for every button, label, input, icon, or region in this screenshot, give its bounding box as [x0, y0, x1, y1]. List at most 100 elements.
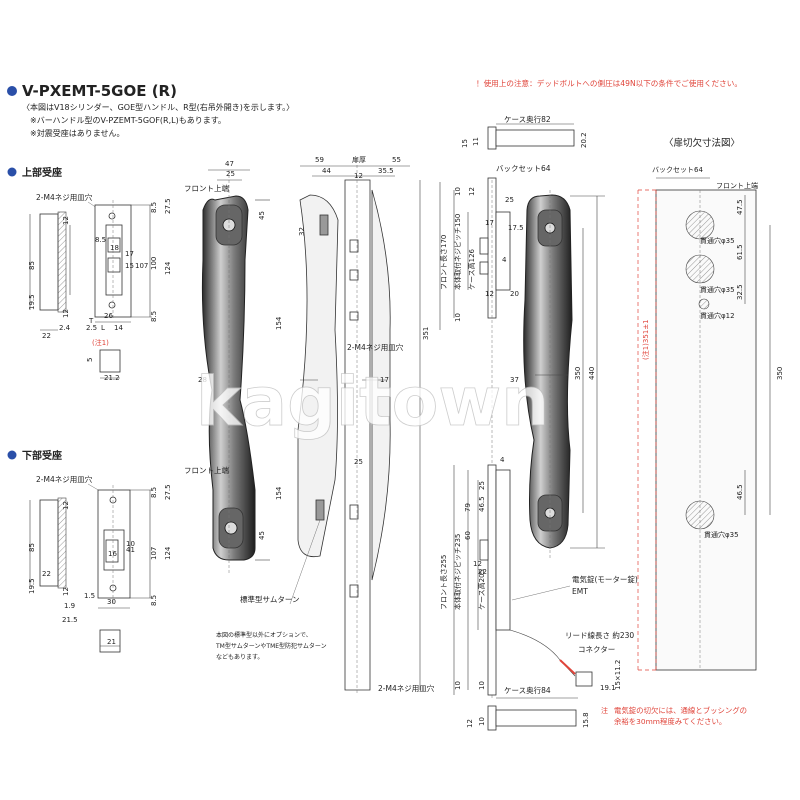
- svg-text:10: 10: [454, 313, 462, 322]
- svg-text:32.5: 32.5: [736, 284, 744, 300]
- svg-text:45: 45: [258, 211, 266, 220]
- svg-text:28: 28: [198, 376, 207, 384]
- through-hole-label-4: 貫通穴φ35: [704, 530, 739, 539]
- svg-text:21.2: 21.2: [104, 374, 120, 382]
- case-lower-dimensions: フロント長さ255 本体取付ネジピッチ235 ケース高205 25 46.5 7…: [440, 481, 638, 692]
- svg-text:22: 22: [42, 570, 51, 578]
- svg-text:154: 154: [275, 316, 283, 330]
- svg-text:10: 10: [454, 681, 462, 690]
- svg-text:27.5: 27.5: [164, 198, 172, 214]
- section-bullet-icon: [7, 450, 17, 460]
- svg-text:351: 351: [422, 327, 430, 340]
- front-top-label: フロント上端: [184, 183, 229, 193]
- warning-text: ！使用上の注意：デッドボルトへの側圧は49N以下の条件でご使用ください。: [476, 78, 742, 88]
- svg-text:37: 37: [510, 376, 519, 384]
- case-depth-82-label: ケース奥行82: [504, 114, 551, 124]
- lower-screw-label: 2-M4ネジ用皿穴: [36, 474, 93, 484]
- case-bottom-plan: ケース奥行84 12 10 15.8: [466, 685, 590, 731]
- svg-text:12: 12: [468, 187, 476, 196]
- svg-text:15×11.2: 15×11.2: [614, 660, 622, 690]
- svg-text:17.5: 17.5: [508, 224, 524, 232]
- svg-text:20.2: 20.2: [580, 132, 588, 148]
- cutout-front-top-label: フロント上端: [716, 181, 758, 190]
- upper-strike-dimensions: 8.5 27.5 100 124 85 12 12 19.5 8.5 8.5 1…: [28, 198, 172, 382]
- bottom-note-2: 余裕を30mm程度みてください。: [614, 717, 726, 726]
- front-handle-drawing: [201, 169, 270, 575]
- svg-text:18: 18: [110, 244, 119, 252]
- svg-text:55: 55: [392, 156, 401, 164]
- svg-text:154: 154: [275, 486, 283, 500]
- through-hole-label-1: 貫通穴φ35: [700, 236, 735, 245]
- thumb-turn-note-1: 本図の標準型以外にオプションで、: [216, 631, 312, 639]
- svg-text:44: 44: [322, 167, 331, 175]
- case-lower-view: 4: [453, 456, 593, 696]
- svg-text:35.5: 35.5: [378, 167, 394, 175]
- title-note-3: ※対震受座はありません。: [30, 128, 124, 138]
- svg-text:19.5: 19.5: [28, 578, 36, 594]
- svg-text:20: 20: [510, 290, 519, 298]
- svg-text:440: 440: [588, 367, 596, 380]
- svg-text:47.5: 47.5: [736, 199, 744, 215]
- svg-text:15.8: 15.8: [582, 712, 590, 728]
- svg-text:12: 12: [473, 560, 482, 568]
- connector-label: コネクター: [578, 645, 615, 654]
- svg-text:124: 124: [164, 546, 172, 560]
- page-title: V-PXEMT-5GOE (R): [22, 82, 177, 100]
- svg-text:25: 25: [478, 481, 486, 490]
- svg-text:25: 25: [226, 170, 235, 178]
- svg-text:19.1: 19.1: [600, 684, 616, 692]
- svg-text:124: 124: [164, 261, 172, 275]
- svg-text:32: 32: [298, 227, 306, 236]
- upper-screw-label: 2-M4ネジ用皿穴: [36, 192, 93, 202]
- svg-text:25: 25: [505, 196, 514, 204]
- svg-text:60: 60: [464, 531, 472, 540]
- emt-label: EMT: [572, 587, 588, 596]
- svg-text:10: 10: [454, 187, 462, 196]
- svg-text:107: 107: [135, 262, 148, 270]
- thumb-turn-note-2: TM型サムターンやTME型防犯サムターン: [215, 642, 327, 650]
- svg-text:46.5: 46.5: [478, 496, 486, 512]
- door-cutout-drawing: [637, 177, 771, 671]
- svg-text:30: 30: [107, 598, 116, 606]
- svg-text:15: 15: [125, 262, 134, 270]
- svg-text:41: 41: [126, 546, 135, 554]
- side-screw-label-bottom: 2-M4ネジ用皿穴: [378, 683, 435, 693]
- svg-text:8.5: 8.5: [150, 311, 158, 322]
- svg-text:22: 22: [478, 568, 487, 576]
- svg-text:11: 11: [472, 137, 480, 146]
- svg-text:25: 25: [354, 458, 363, 466]
- door-cutout-dimensions: 47.5 61.5 32.5 350 46.5 (注1)351±1 貫通穴φ35…: [641, 199, 784, 539]
- svg-text:15: 15: [461, 139, 469, 148]
- door-cutout-heading: 〈扉切欠寸法図〉: [664, 137, 740, 149]
- lead-wire-label: リード線長さ 約230: [565, 630, 634, 640]
- svg-text:85: 85: [28, 543, 36, 552]
- svg-text:21.5: 21.5: [62, 616, 78, 624]
- svg-text:4: 4: [500, 456, 505, 464]
- svg-text:79: 79: [464, 503, 472, 512]
- svg-text:47: 47: [225, 160, 234, 168]
- rear-handle-dimensions: 350 440 37: [510, 367, 596, 384]
- thumb-turn-note-3: などもあります。: [216, 653, 263, 661]
- case-upper-view: [439, 177, 511, 700]
- electric-lock-label: 電気錠(モーター錠): [572, 574, 638, 584]
- svg-text:12: 12: [62, 216, 70, 225]
- svg-text:T: T: [88, 317, 94, 325]
- svg-text:12: 12: [354, 172, 363, 180]
- svg-text:59: 59: [315, 156, 324, 164]
- svg-text:ケース高205: ケース高205: [477, 569, 486, 610]
- lower-front-top-label: フロント上端: [184, 465, 229, 475]
- svg-text:12: 12: [62, 587, 70, 596]
- svg-text:12: 12: [62, 309, 70, 318]
- svg-text:350: 350: [776, 367, 784, 380]
- upper-note-mark: (注1): [92, 338, 109, 347]
- side-view-drawing: [297, 165, 421, 695]
- bottom-note-1: 電気錠の切欠には、通線とブッシングの: [614, 706, 747, 715]
- svg-text:22: 22: [42, 332, 51, 340]
- case-depth-84-label: ケース奥行84: [504, 685, 551, 695]
- svg-text:26: 26: [104, 312, 113, 320]
- thumb-turn-label: 標準型サムターン: [240, 594, 299, 604]
- lower-strike-dimensions: 8.5 27.5 107 124 85 12 12 19.5 8.5 16 41…: [28, 484, 172, 646]
- case-top-view: ケース奥行82 15 11 20.2: [461, 114, 588, 150]
- svg-text:10: 10: [478, 717, 486, 726]
